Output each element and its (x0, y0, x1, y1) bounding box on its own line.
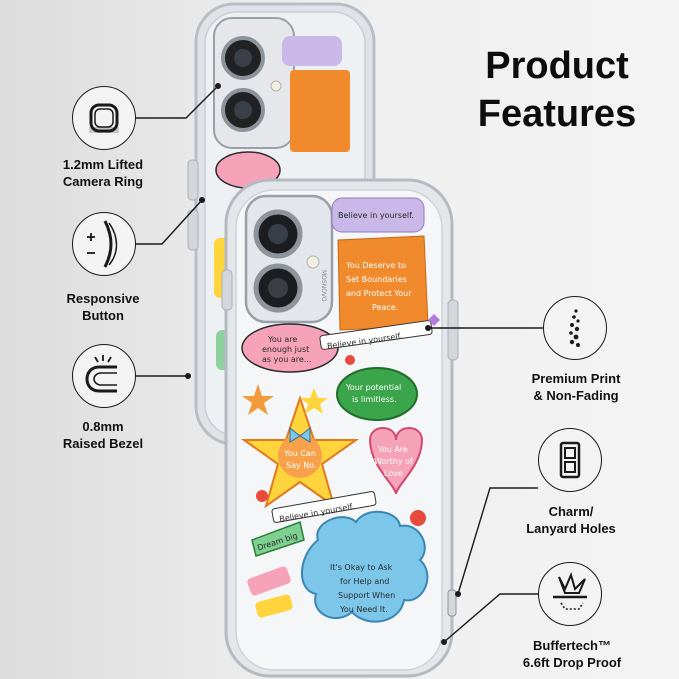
sticker-say-no-1: You Can (283, 449, 316, 458)
sticker-enough-3: as you are... (262, 355, 311, 364)
print-icon (543, 296, 607, 360)
feature-raised-bezel: 0.8mm Raised Bezel (62, 419, 144, 451)
lanyard-holes-icon (538, 428, 602, 492)
sticker-worthy-1: You Are (377, 445, 408, 454)
title-line-1: Product (485, 45, 629, 87)
feature-drop-proof: Buffertech™ 6.6ft Drop Proof (522, 638, 622, 670)
sticker-okay-3: Support When (338, 591, 395, 600)
feature-camera-ring: 1.2mm Lifted Camera Ring (62, 157, 144, 189)
responsive-button-icon (72, 212, 136, 276)
sticker-okay-1: It's Okay to Ask (330, 563, 393, 572)
feature-lanyard-holes: Charm/ Lanyard Holes (526, 504, 616, 536)
page-title: Product Features (452, 42, 662, 138)
sticker-boundaries-2: Set Boundaries (346, 275, 407, 284)
drop-proof-icon (538, 562, 602, 626)
sticker-worthy-3: Love (384, 469, 403, 478)
sticker-okay-4: You Need It. (339, 605, 388, 614)
sticker-worthy-2: Worthy of (374, 457, 413, 466)
sticker-enough-1: You are (267, 335, 297, 344)
raised-bezel-icon (72, 344, 136, 408)
sticker-enough-2: enough just (262, 345, 309, 354)
camera-ring-icon (72, 86, 136, 150)
feature-responsive-button: Responsive Button (66, 291, 140, 323)
sticker-potential-2: is limitless. (352, 395, 397, 404)
title-line-2: Features (477, 93, 637, 135)
feature-premium-print: Premium Print & Non-Fading (531, 371, 621, 403)
front-phone-case (221, 178, 459, 678)
sticker-believe-top: Believe in yourself. (338, 211, 414, 220)
sticker-boundaries-1: You Deserve to (345, 261, 406, 270)
callout-lines (134, 85, 543, 643)
sticker-boundaries-4: Peace. (372, 303, 398, 312)
sticker-say-no-2: Say No. (286, 461, 317, 470)
sticker-okay-2: for Help and (340, 577, 389, 586)
brand-mark: MOSNOVO (320, 270, 327, 302)
sticker-boundaries-3: and Protect Your (346, 289, 412, 298)
sticker-potential-1: Your potential (345, 383, 401, 392)
